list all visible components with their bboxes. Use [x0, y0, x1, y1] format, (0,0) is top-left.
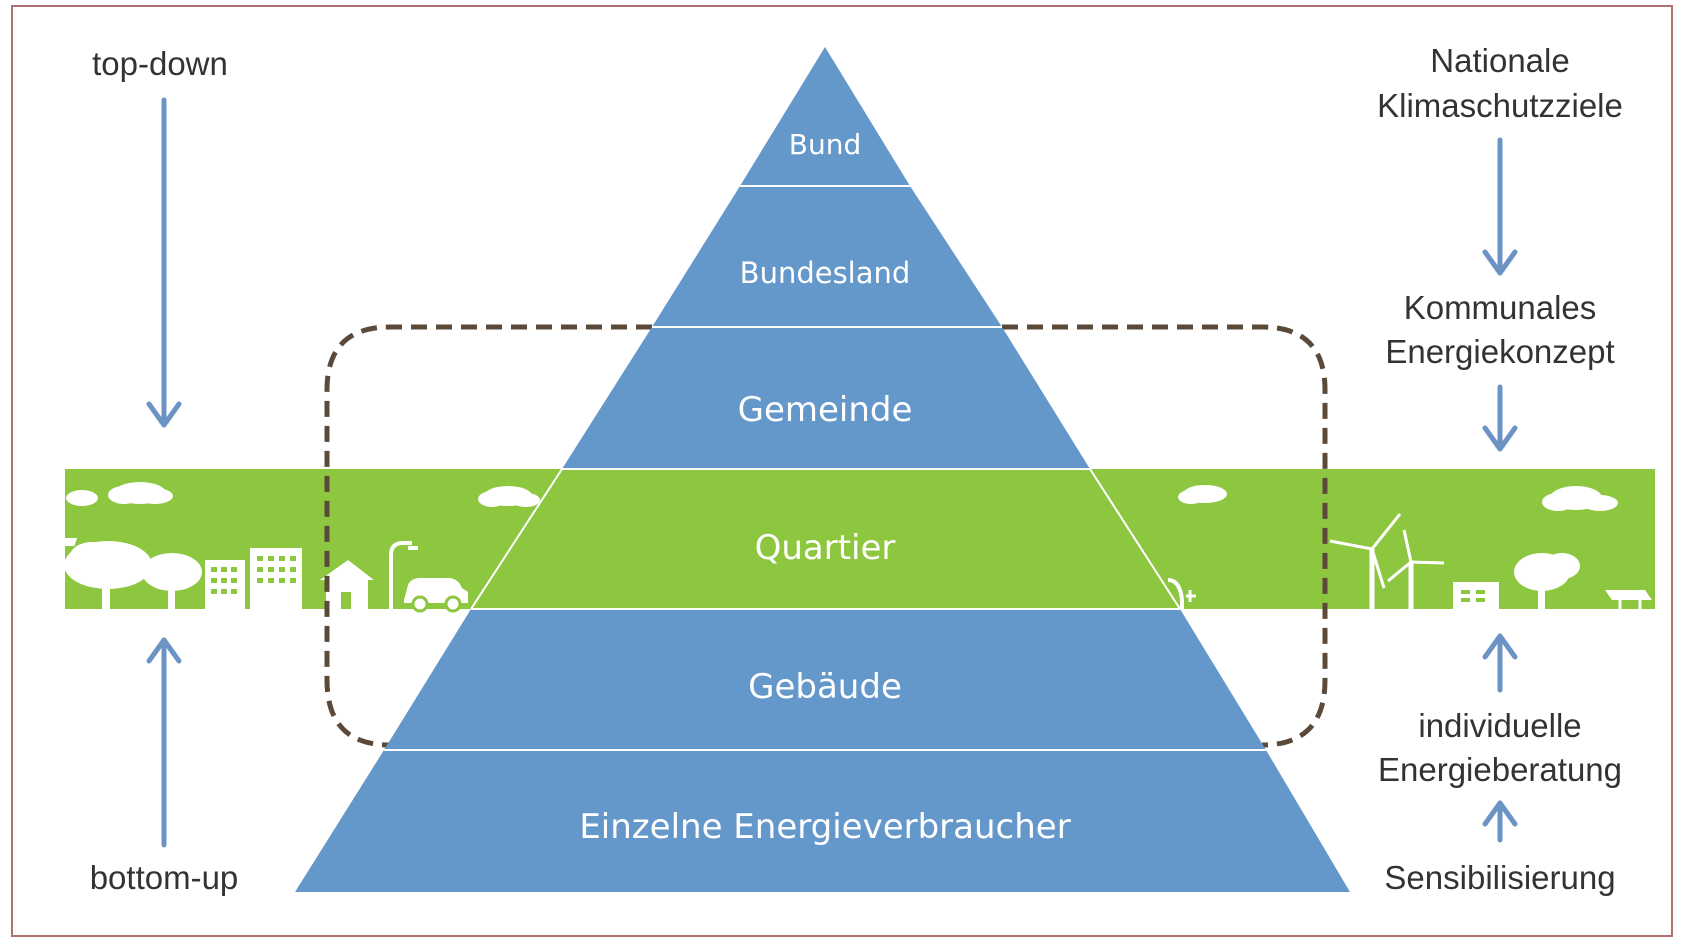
solar-panel-icon	[1605, 590, 1652, 609]
arrow-down-icon	[1482, 384, 1518, 452]
house-icon	[320, 560, 374, 609]
tree-icon	[1514, 553, 1580, 609]
arrow-down-icon	[1482, 137, 1518, 276]
office-building-icon	[44, 538, 302, 609]
pyramid-level-gemeinde	[562, 327, 1090, 469]
level-label-bundesland: Bundesland	[740, 256, 911, 290]
individual-advice-label-line2: Energieberatung	[1378, 751, 1622, 788]
wind-turbine-icon	[1329, 513, 1445, 609]
municipal-concept-label-line2: Energiekonzept	[1385, 333, 1614, 370]
car-icon	[404, 578, 468, 613]
arrow-up-icon	[1482, 800, 1518, 843]
bottom-up-label: bottom-up	[90, 859, 239, 896]
cloud-icon	[66, 482, 540, 507]
national-goals-label-line2: Klimaschutzziele	[1377, 87, 1623, 124]
municipal-concept-label-line1: Kommunales	[1404, 289, 1597, 326]
pyramid-level-gebaeude	[384, 609, 1266, 750]
individual-advice-label-line1: individuelle	[1418, 707, 1581, 744]
cloud-icon	[1178, 485, 1618, 511]
pyramid	[295, 47, 1350, 892]
city-skyline-right	[1167, 485, 1652, 609]
level-label-einzelne-energieverbraucher: Einzelne Energieverbraucher	[579, 807, 1070, 847]
arrow-up-icon	[1482, 633, 1518, 693]
level-label-bund: Bund	[789, 128, 861, 161]
level-label-quartier: Quartier	[755, 528, 896, 568]
level-label-gemeinde: Gemeinde	[738, 390, 913, 430]
city-skyline-left	[44, 482, 540, 613]
awareness-label: Sensibilisierung	[1384, 859, 1615, 896]
pyramid-level-bundesland	[652, 186, 1002, 327]
national-goals-label-line1: Nationale	[1430, 42, 1569, 79]
top-down-label: top-down	[92, 45, 228, 82]
pyramid-level-einzelne	[295, 750, 1350, 892]
pyramid-level-quartier	[471, 469, 1180, 609]
charging-station-icon	[1167, 578, 1196, 609]
pyramid-level-bund	[740, 47, 910, 186]
arrow-up-icon	[146, 637, 182, 848]
dashed-focus-frame	[324, 324, 1328, 748]
arrow-down-icon	[146, 97, 182, 428]
level-label-gebaeude: Gebäude	[748, 667, 902, 707]
low-building-icon	[1453, 582, 1499, 609]
tree-icon	[64, 541, 202, 609]
street-lamp-icon	[389, 541, 418, 609]
